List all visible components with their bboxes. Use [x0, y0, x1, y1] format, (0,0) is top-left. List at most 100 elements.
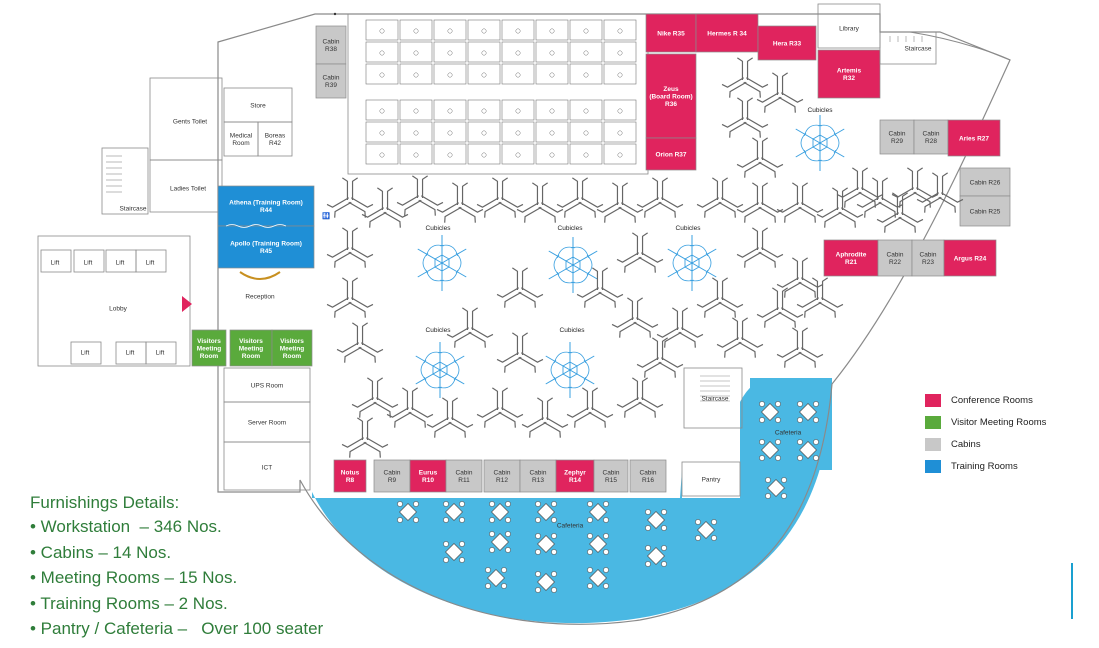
cubicle-partition	[667, 248, 693, 264]
workstation-arm	[776, 347, 802, 368]
workstation-cluster	[596, 182, 644, 223]
aphrodite-conference-room	[823, 239, 879, 277]
workstation-arm	[556, 197, 582, 218]
north-marker	[333, 12, 337, 16]
workstation-arm	[386, 407, 412, 428]
workstation-arm	[856, 197, 882, 218]
workstation-arm	[576, 287, 602, 308]
cabin-r9-label: R9	[388, 477, 397, 484]
cubicle-core	[684, 254, 700, 272]
cabin-r23-label: R23	[922, 259, 934, 266]
workstation-arm	[458, 202, 484, 223]
workstation-cluster	[516, 182, 564, 223]
cubicle-partition	[439, 355, 465, 371]
workstation-arm	[798, 202, 824, 223]
cubicle-desk	[556, 246, 575, 258]
workstation-cluster	[716, 317, 764, 358]
cabin-r25-label: Cabin R25	[970, 208, 1001, 215]
workstation-arm	[656, 327, 682, 348]
cafeteria-chair	[413, 501, 419, 507]
workstation-cluster	[736, 137, 784, 178]
workstation-desk	[365, 121, 399, 143]
cubicle-cluster	[667, 235, 717, 291]
workstation-desk	[535, 19, 569, 41]
furnishings-title: Furnishings Details:	[30, 493, 180, 512]
cabin-r11	[445, 459, 483, 493]
cafeteria-chair	[551, 533, 557, 539]
workstation-cluster	[856, 177, 904, 218]
cubicle-desk	[586, 254, 593, 276]
workstation-arm	[363, 437, 389, 458]
lift-label: Lift	[81, 349, 90, 356]
cubicle-desk	[455, 252, 462, 274]
cabin-r25	[959, 195, 1011, 227]
lift-label: Lift	[126, 349, 135, 356]
workstation-cluster	[521, 397, 569, 438]
lift-shaft	[70, 341, 102, 365]
cubicle-desk	[705, 252, 712, 274]
workstation-cluster	[776, 257, 824, 298]
workstation-arm	[492, 387, 508, 410]
cabin-r29-label: Cabin	[889, 131, 906, 138]
toilet-sign-icon: 🚻	[322, 212, 330, 220]
workstation-desk	[365, 143, 399, 165]
workstation-arm	[798, 277, 824, 298]
cafeteria-chair	[443, 501, 449, 507]
workstation-desk	[365, 19, 399, 41]
workstation-arm	[758, 157, 784, 178]
artemis-conference-room	[817, 49, 881, 99]
cabin-r28-label: Cabin	[923, 131, 940, 138]
workstation-desk	[467, 41, 501, 63]
workstation-cluster	[721, 97, 769, 138]
furnishings-item-meeting-rooms: • Meeting Rooms – 15 Nos.	[30, 568, 238, 588]
cafeteria-chair	[759, 455, 765, 461]
cubicle-desk	[438, 377, 457, 389]
cubicle-desk	[453, 359, 460, 381]
visitor-meeting-room-1	[191, 329, 227, 367]
workstation-arm	[412, 175, 428, 198]
workstation-cluster	[341, 417, 389, 458]
cafeteria-chair	[535, 549, 541, 555]
cafeteria-chair	[603, 501, 609, 507]
zeus-board-room-label: R36	[665, 101, 677, 108]
workstation-arm	[616, 397, 642, 418]
workstation-arm	[426, 417, 452, 438]
workstation-arm	[633, 317, 659, 338]
cafeteria-table	[487, 569, 505, 587]
cubicles-label: Cubicles	[426, 225, 452, 232]
furnishings-details: Furnishings Details: • Workstation – 346…	[30, 492, 323, 642]
workstation-chair	[413, 108, 419, 114]
workstation-desk	[501, 41, 535, 63]
lift-shaft	[73, 249, 105, 273]
lift-label: Lift	[156, 349, 165, 356]
workstation-arm	[342, 177, 358, 200]
workstation-arm	[627, 297, 643, 320]
workstation-arm	[446, 327, 472, 348]
visitor-meeting-room-3-label: Meeting	[280, 345, 305, 352]
cafeteria-chair	[505, 547, 511, 553]
workstation-arm	[672, 307, 688, 330]
legend-swatch	[925, 415, 941, 429]
lobby-label: Lobby	[109, 305, 127, 312]
nike-conference-room	[645, 13, 697, 53]
cafeteria-chair	[661, 509, 667, 515]
lift-label: Lift	[116, 259, 125, 266]
workstation-chair	[515, 108, 521, 114]
workstation-chair	[583, 152, 589, 158]
zeus-board-room	[645, 53, 697, 139]
lift-shaft	[40, 249, 72, 273]
reception-desk	[239, 271, 281, 280]
lift-label: Lift	[146, 259, 155, 266]
legend-item: Training Rooms	[925, 455, 1046, 477]
pantry-label: Pantry	[702, 476, 722, 483]
cubicle-partition	[795, 128, 821, 144]
workstation-arm	[758, 247, 784, 268]
visitor-meeting-room-1-label: Room	[200, 353, 219, 360]
cafeteria-chair	[587, 567, 593, 573]
workstation-cluster	[326, 177, 374, 218]
cubicle-desk	[833, 132, 840, 154]
workstation-chair	[549, 28, 555, 34]
workstation-arm	[712, 177, 728, 200]
workstation-chair	[379, 28, 385, 34]
cubicle-core	[562, 361, 578, 379]
